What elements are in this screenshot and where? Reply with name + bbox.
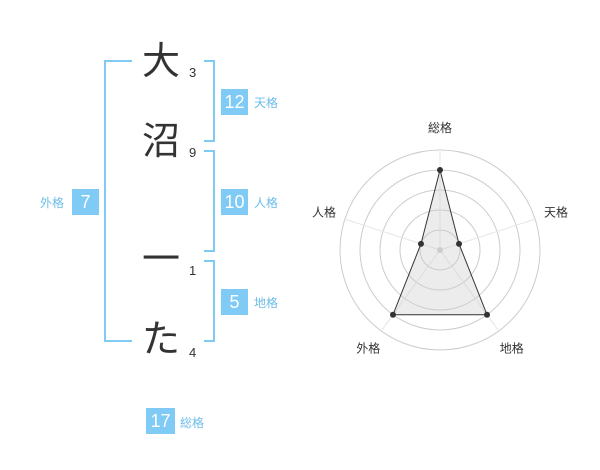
tenkaku-value: 12 [221, 89, 248, 115]
radar-axis-label-5: 人格 [312, 204, 336, 219]
jinkaku-value: 10 [221, 189, 248, 215]
tenkaku-bracket [204, 60, 215, 142]
radar-axes [344, 150, 536, 332]
radar-axis-label-1: 総格 [428, 120, 452, 135]
radar-point-1 [437, 167, 443, 173]
gaikaku-bracket [104, 60, 132, 342]
name-char-2: 沼 [141, 119, 180, 163]
chikaku-value: 5 [221, 289, 248, 315]
name-char-1: 大 [141, 39, 180, 83]
jinkaku-label: 人格 [254, 196, 279, 210]
name-char-3: 一 [141, 237, 180, 281]
chikaku-bracket [204, 260, 215, 342]
radar-series [389, 167, 491, 318]
gaikaku-label: 外格 [40, 196, 65, 210]
radar-axis-label-4: 外格 [356, 341, 380, 356]
radar-point-3 [484, 311, 491, 318]
stroke-count-4: 4 [189, 345, 197, 360]
radar-center-dot [437, 247, 443, 253]
radar-axis-label-3: 地格 [500, 341, 524, 356]
radar-polygon [392, 169, 488, 316]
gaikaku-value: 7 [72, 189, 99, 215]
jinkaku-bracket [204, 150, 215, 252]
soukaku-value: 17 [146, 408, 175, 434]
stroke-count-3: 1 [189, 263, 197, 278]
stroke-count-1: 3 [189, 65, 197, 80]
tenkaku-label: 天格 [254, 96, 279, 110]
radar-point-2 [456, 240, 463, 247]
radar-point-5 [417, 240, 424, 247]
chikaku-label: 地格 [254, 296, 279, 310]
radar-axis-5 [344, 218, 441, 251]
name-char-4: た [141, 317, 180, 361]
radar-axis-2 [439, 218, 536, 251]
radar-axis-3 [439, 249, 500, 332]
radar-axis-label-2: 天格 [544, 204, 568, 219]
radar-axis-4 [380, 249, 441, 332]
soukaku-label: 総格 [180, 416, 205, 430]
radar-point-4 [389, 311, 396, 318]
stroke-count-2: 9 [189, 145, 197, 160]
